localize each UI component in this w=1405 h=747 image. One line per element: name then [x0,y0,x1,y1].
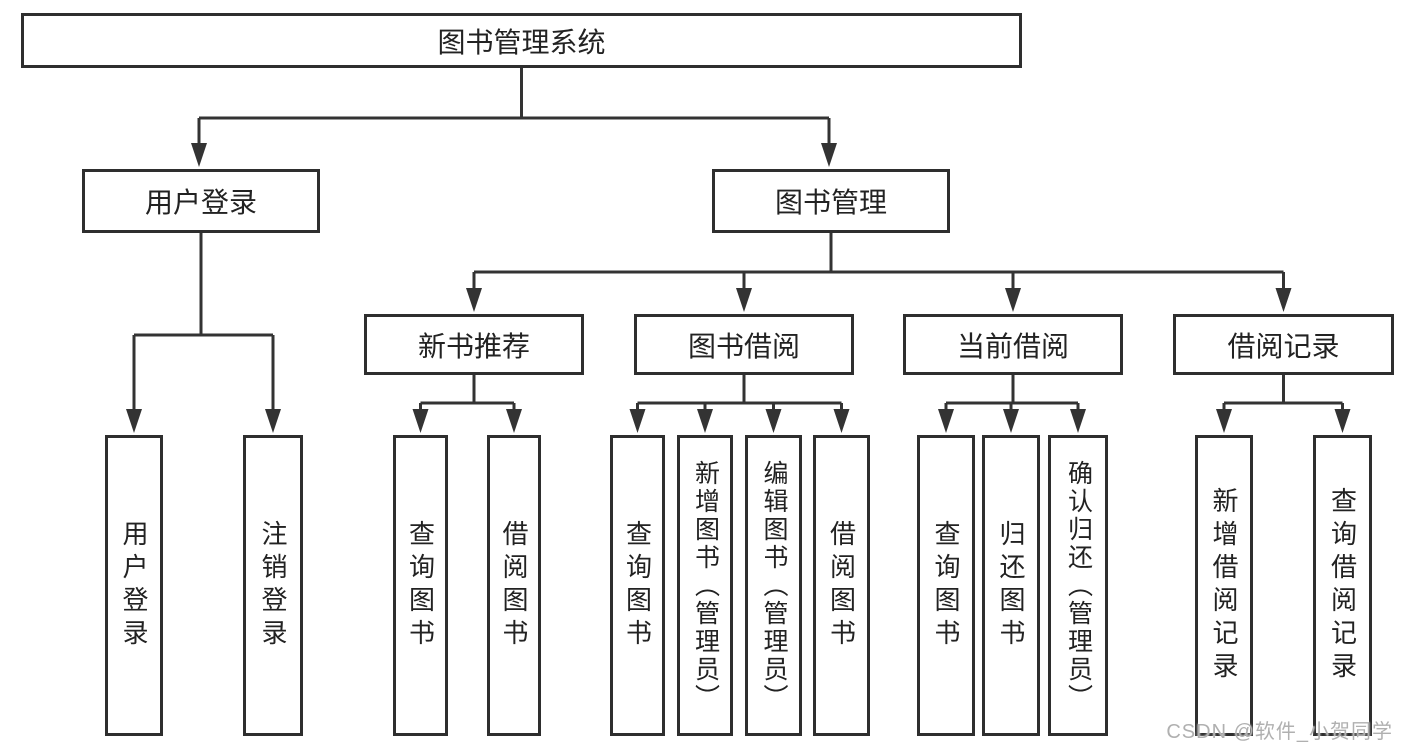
node-book-management: 图书管理 [712,169,950,233]
node-current-borrow: 当前借阅 [903,314,1123,375]
leaf-return-book: 归还图书 [982,435,1040,736]
leaf-add-borrow-record: 新增借阅记录 [1195,435,1253,736]
leaf-logout: 注销登录 [243,435,303,736]
leaf-edit-book-admin: 编辑图书（管理员） [745,435,802,736]
leaf-user-login: 用户登录 [105,435,163,736]
node-book-borrow: 图书借阅 [634,314,854,375]
node-user-login: 用户登录 [82,169,320,233]
csdn-watermark: CSDN @软件_小贺同学 [1166,721,1393,743]
node-library-system: 图书管理系统 [21,13,1022,68]
node-new-book-recommend: 新书推荐 [364,314,584,375]
leaf-query-books-recommend: 查询图书 [393,435,448,736]
leaf-query-books-current: 查询图书 [917,435,975,736]
leaf-add-book-admin: 新增图书（管理员） [677,435,733,736]
leaf-query-borrow-record: 查询借阅记录 [1313,435,1372,736]
leaf-borrow-books-recommend: 借阅图书 [487,435,541,736]
leaf-borrow-books: 借阅图书 [813,435,870,736]
arrowheads [126,143,1351,433]
leaf-confirm-return-admin: 确认归还（管理员） [1048,435,1108,736]
node-borrow-records: 借阅记录 [1173,314,1394,375]
leaf-query-books-borrow: 查询图书 [610,435,665,736]
